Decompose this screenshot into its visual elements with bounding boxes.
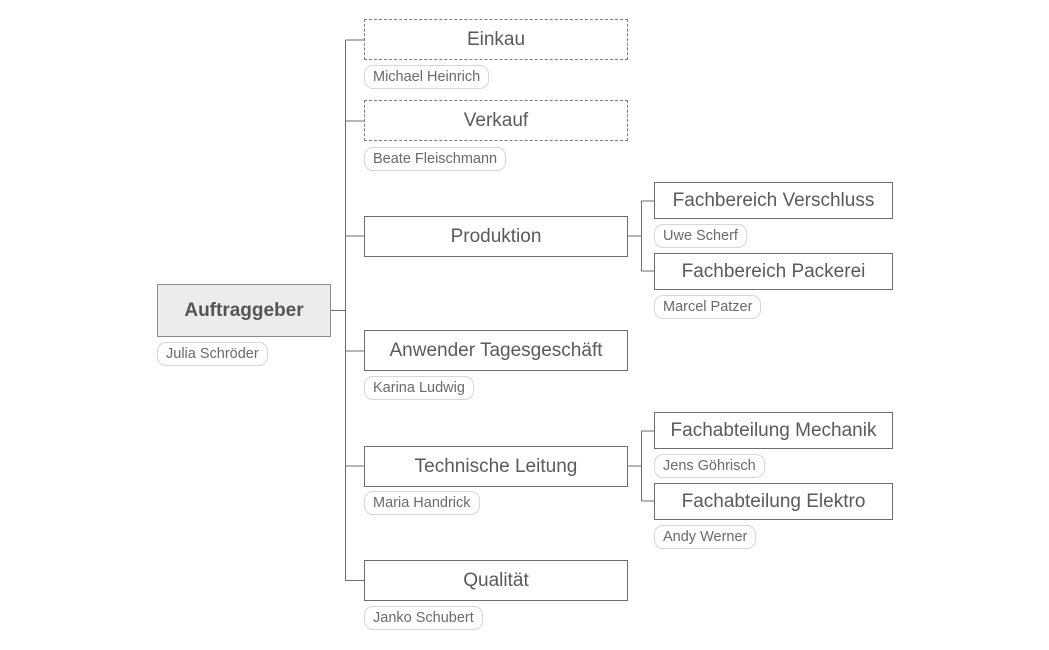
subbranch-title: Fachbereich Verschluss <box>672 189 875 211</box>
person-tag: Andy Werner <box>654 525 757 549</box>
branch-einkauf[interactable]: Einkau <box>364 19 628 60</box>
branch-title: Verkauf <box>463 109 529 131</box>
subbranch-title: Fachbereich Packerei <box>681 260 866 282</box>
root-node[interactable]: Auftraggeber <box>157 284 331 337</box>
branch-title: Produktion <box>450 225 542 247</box>
person-tag: Karina Ludwig <box>364 376 474 400</box>
branch-technische-leitung[interactable]: Technische Leitung <box>364 446 628 487</box>
person-tag: Maria Handrick <box>364 491 480 515</box>
person-tag: Uwe Scherf <box>654 224 747 248</box>
subbranch-fachbereich-packerei[interactable]: Fachbereich Packerei <box>654 253 893 290</box>
root-person-tag: Julia Schröder <box>157 342 268 366</box>
branch-verkauf[interactable]: Verkauf <box>364 100 628 141</box>
subbranch-fachbereich-verschluss[interactable]: Fachbereich Verschluss <box>654 182 893 219</box>
root-title: Auftraggeber <box>184 299 304 321</box>
branch-qualitaet[interactable]: Qualität <box>364 560 628 601</box>
person-tag: Jens Göhrisch <box>654 454 765 478</box>
person-tag: Marcel Patzer <box>654 295 762 319</box>
subbranch-fachabteilung-elektro[interactable]: Fachabteilung Elektro <box>654 483 893 520</box>
subbranch-fachabteilung-mechanik[interactable]: Fachabteilung Mechanik <box>654 412 893 449</box>
connector-technik <box>627 430 654 502</box>
branch-title: Qualität <box>463 569 529 591</box>
person-tag: Michael Heinrich <box>364 65 490 89</box>
subbranch-title: Fachabteilung Elektro <box>681 490 866 512</box>
branch-title: Einkau <box>466 28 526 50</box>
branch-title: Technische Leitung <box>414 455 578 477</box>
branch-title: Anwender Tagesgeschäft <box>389 339 603 361</box>
subbranch-title: Fachabteilung Mechanik <box>670 419 877 441</box>
person-tag: Janko Schubert <box>364 606 483 630</box>
person-tag: Beate Fleischmann <box>364 147 507 171</box>
branch-anwender-tagesgeschaeft[interactable]: Anwender Tagesgeschäft <box>364 330 628 371</box>
branch-produktion[interactable]: Produktion <box>364 216 628 257</box>
connector-produktion <box>627 200 654 272</box>
